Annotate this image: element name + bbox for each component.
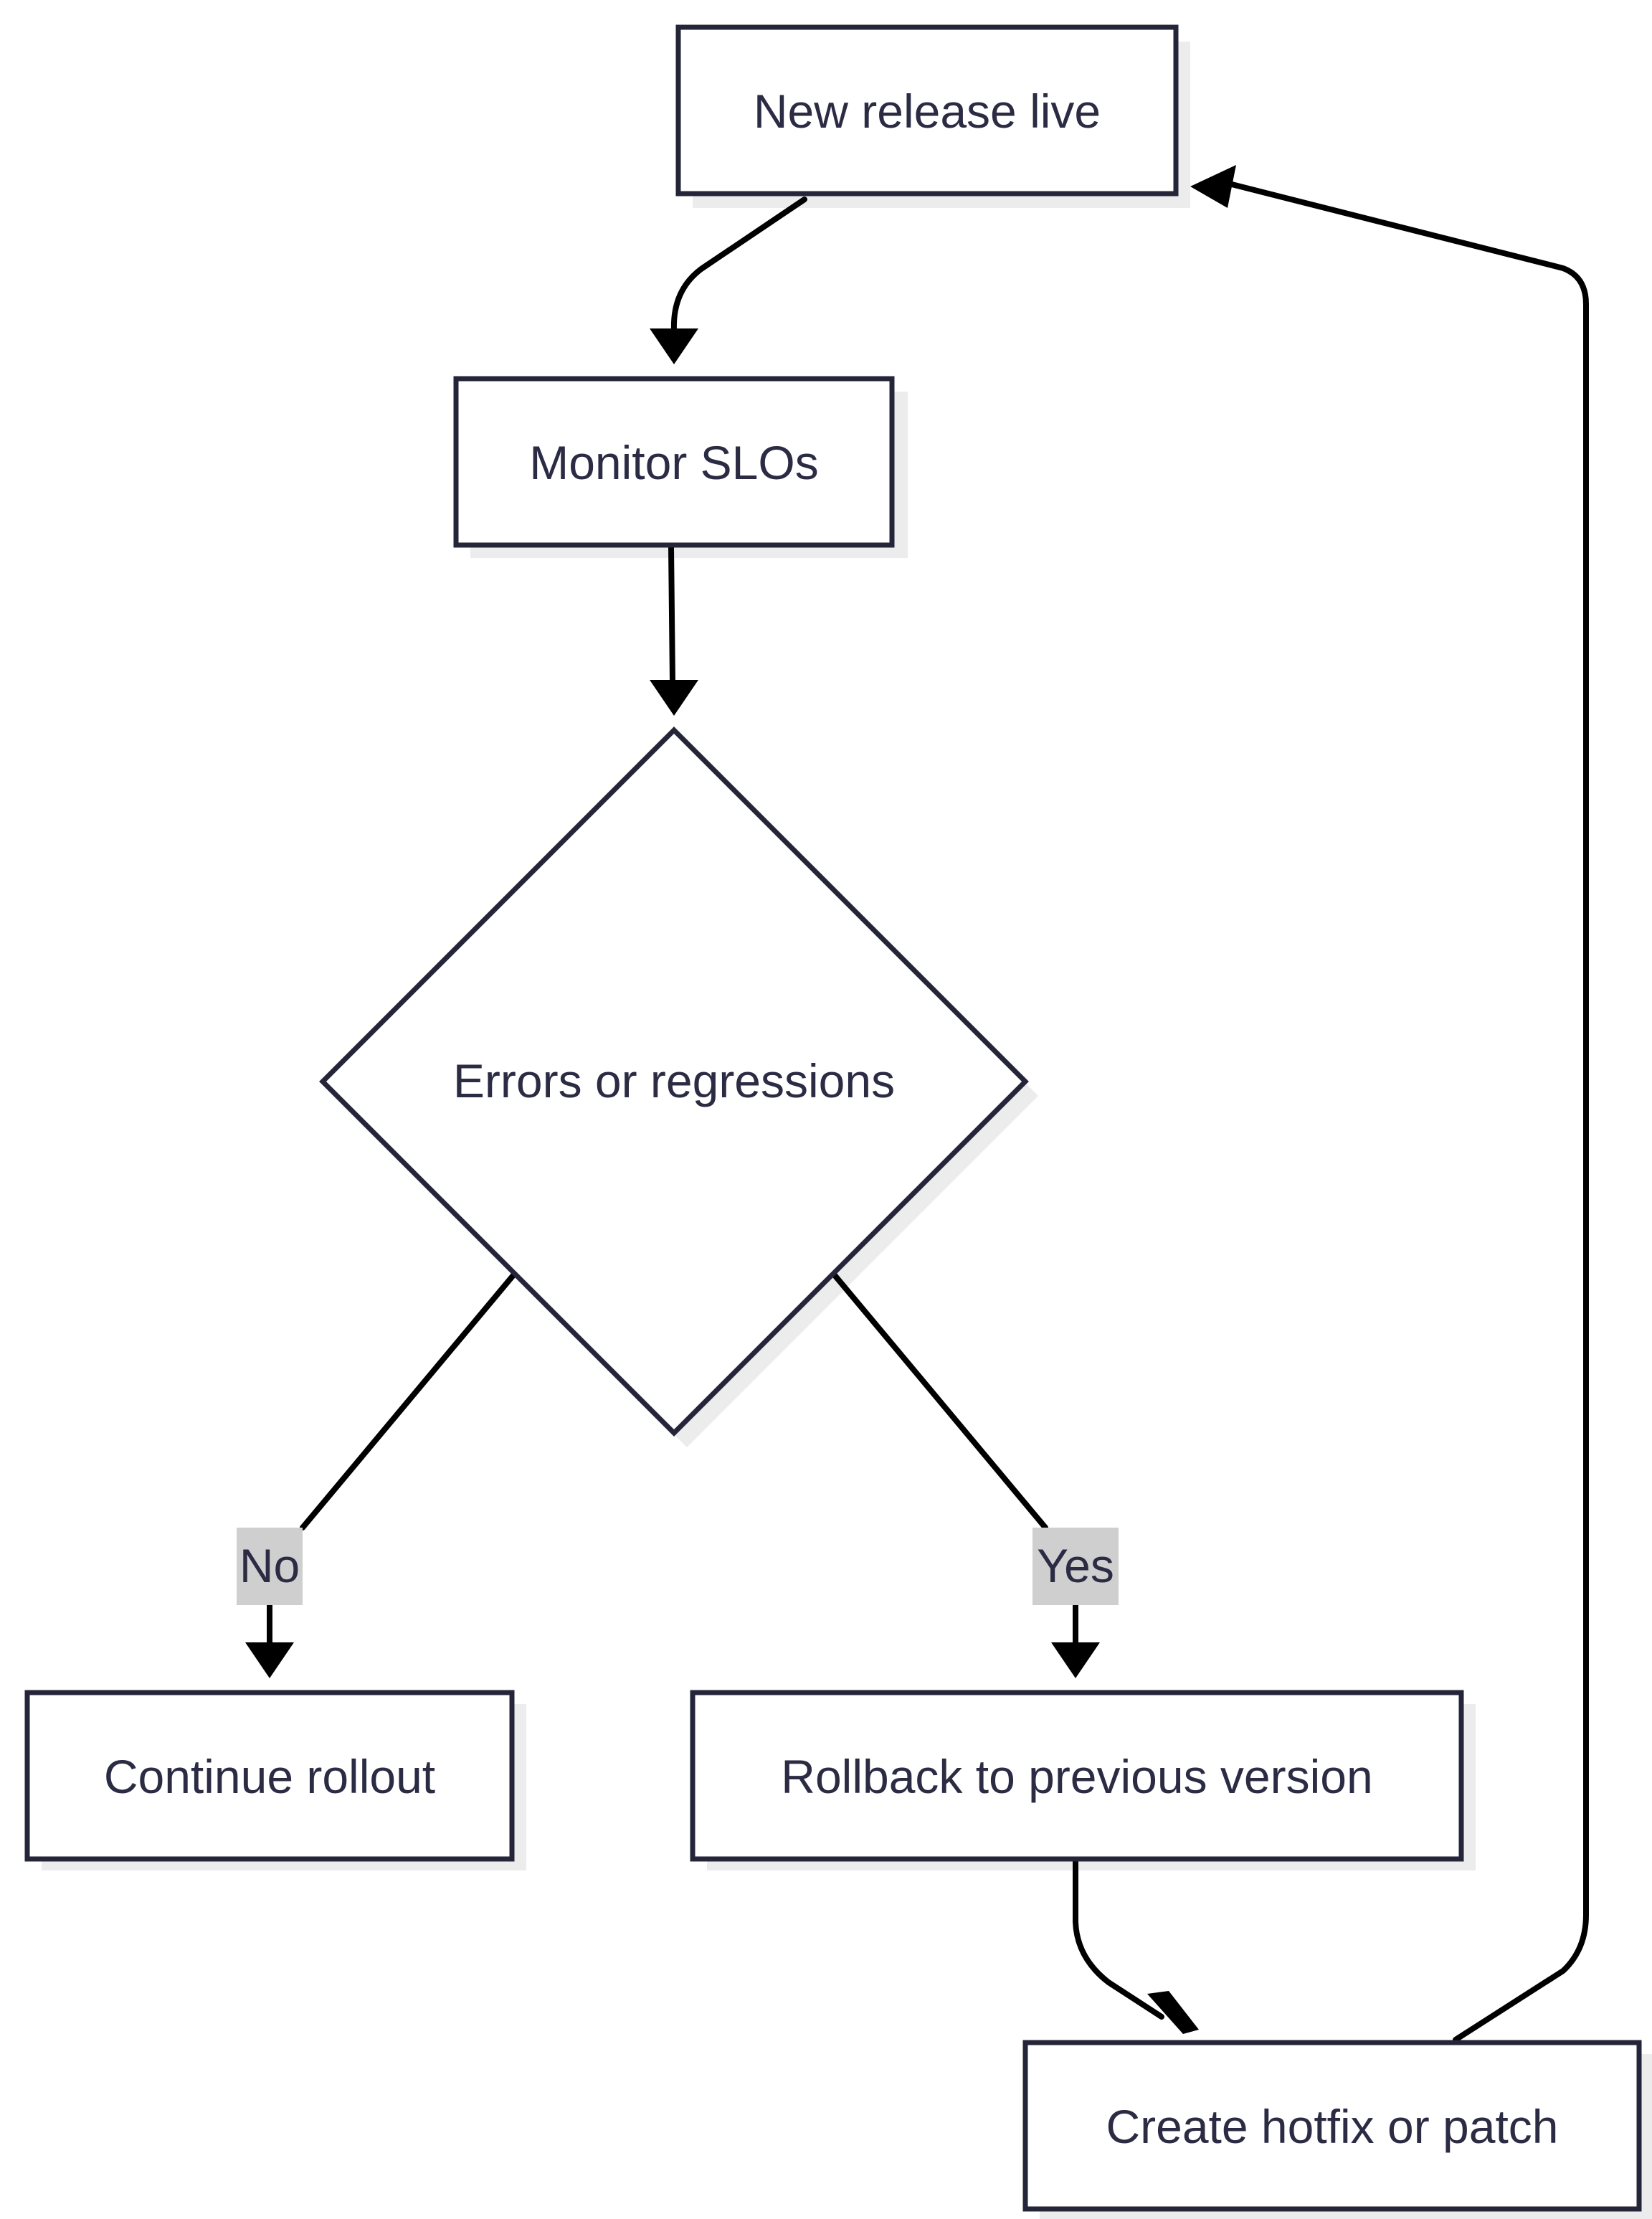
node-create-hotfix: Create hotfix or patch bbox=[1022, 2040, 1642, 2212]
node-new-release-live-label: New release live bbox=[754, 85, 1101, 138]
edge-label-yes: Yes bbox=[1032, 1528, 1119, 1605]
edge-hotfix-to-new-release bbox=[1226, 181, 1589, 2043]
edge-rollback-to-hotfix bbox=[1073, 1858, 1164, 2020]
arrowhead-monitor bbox=[650, 328, 698, 364]
node-create-hotfix-label: Create hotfix or patch bbox=[1106, 2100, 1559, 2153]
arrowhead-continue bbox=[245, 1642, 294, 1678]
node-continue-rollout: Continue rollout bbox=[24, 1690, 515, 1862]
edge-decision-to-continue bbox=[267, 1272, 516, 1645]
node-new-release-live: New release live bbox=[675, 24, 1179, 197]
arrowhead-decision bbox=[650, 680, 698, 716]
node-rollback-label: Rollback to previous version bbox=[781, 1750, 1372, 1803]
node-monitor-slos: Monitor SLOs bbox=[453, 376, 895, 548]
node-rollback: Rollback to previous version bbox=[690, 1690, 1464, 1862]
edge-label-yes-text: Yes bbox=[1037, 1539, 1114, 1592]
node-decision: Errors or regressions bbox=[319, 727, 1029, 1437]
arrowhead-rollback bbox=[1051, 1642, 1100, 1678]
edges bbox=[245, 165, 1589, 2043]
edge-monitor-to-decision bbox=[668, 545, 675, 684]
node-monitor-slos-label: Monitor SLOs bbox=[529, 436, 818, 489]
edge-label-no: No bbox=[237, 1528, 303, 1605]
edge-new-release-to-monitor bbox=[670, 197, 807, 361]
arrowhead-new-release bbox=[1190, 165, 1236, 208]
edge-label-no-text: No bbox=[239, 1539, 300, 1592]
edge-decision-to-rollback bbox=[832, 1272, 1078, 1645]
arrowhead-hotfix bbox=[1147, 1991, 1199, 2034]
node-decision-label: Errors or regressions bbox=[453, 1054, 895, 1107]
node-continue-rollout-label: Continue rollout bbox=[104, 1750, 435, 1803]
